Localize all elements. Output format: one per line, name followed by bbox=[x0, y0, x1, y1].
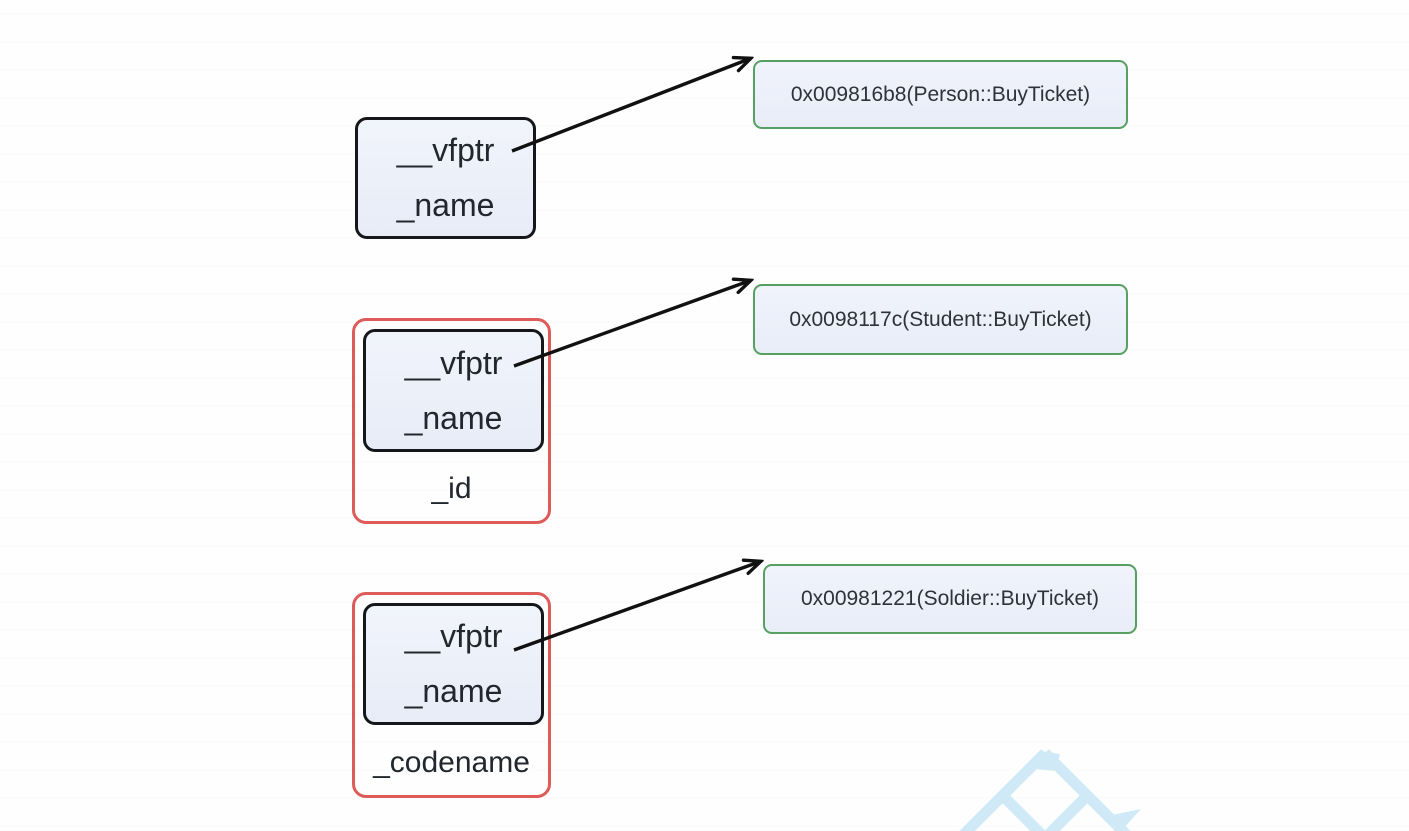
name-field-label: _name bbox=[404, 673, 503, 709]
student-outer-box bbox=[352, 318, 551, 524]
soldier-outer-box bbox=[352, 592, 551, 798]
soldier-vtable-address: 0x00981221(Soldier::BuyTicket) bbox=[800, 587, 1100, 610]
person-vtable-address: 0x009816b8(Person::BuyTicket) bbox=[790, 82, 1091, 106]
student-object-box: __vfptr _name bbox=[363, 329, 544, 452]
soldier-vtable-box: 0x00981221(Soldier::BuyTicket) bbox=[763, 564, 1137, 634]
watermark-triangle-shape bbox=[1112, 809, 1141, 831]
vfptr-field-label: __vfptr bbox=[396, 132, 495, 168]
vfptr-field-label: __vfptr bbox=[404, 344, 503, 381]
person-vtable-box: 0x009816b8(Person::BuyTicket) bbox=[753, 60, 1128, 129]
name-field-label: _name bbox=[396, 187, 495, 223]
name-field-label: _name bbox=[404, 399, 503, 436]
watermark-apex-shape bbox=[1036, 751, 1060, 771]
student-vtable-address: 0x0098117c(Student::BuyTicket) bbox=[789, 307, 1092, 331]
student-vtable-box: 0x0098117c(Student::BuyTicket) bbox=[753, 284, 1128, 355]
codename-field-label: _codename bbox=[373, 746, 530, 779]
person-object-box: __vfptr _name bbox=[355, 117, 536, 239]
id-field-label: _id bbox=[431, 472, 472, 505]
vfptr-field-label: __vfptr bbox=[404, 618, 503, 654]
soldier-object-box: __vfptr _name bbox=[363, 603, 544, 725]
